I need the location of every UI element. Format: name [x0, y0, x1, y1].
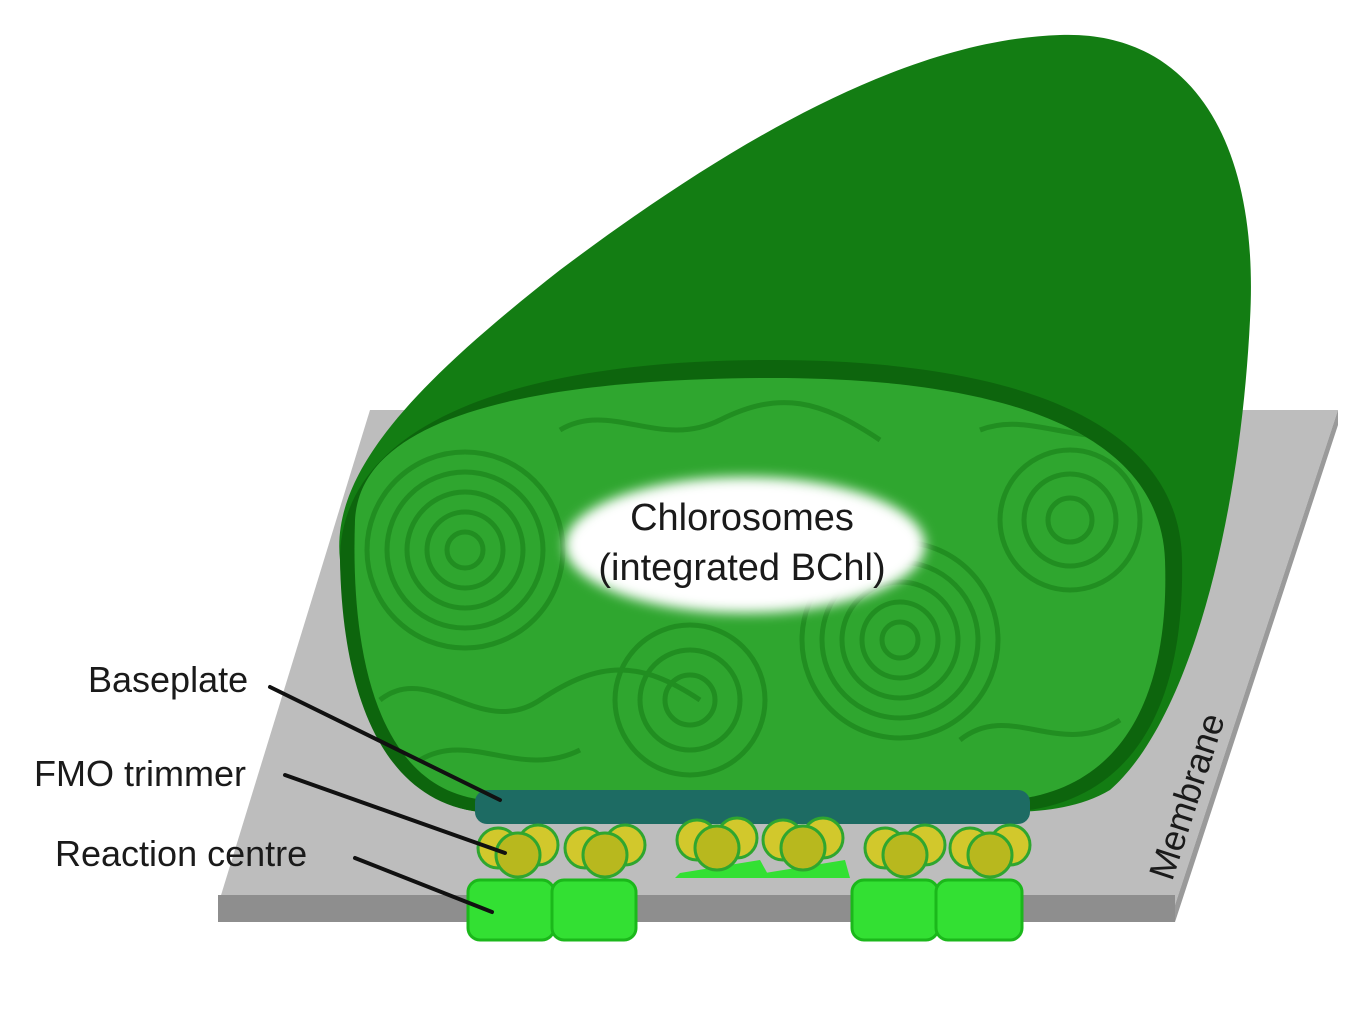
reaction-centre-label: Reaction centre — [55, 833, 307, 874]
fmo-trimer — [948, 823, 1032, 879]
baseplate — [475, 790, 1030, 824]
chlorosome-label: Chlorosomes (integrated BChl) — [565, 477, 925, 613]
reaction-centres — [466, 878, 1024, 942]
reaction-centre-subunit — [466, 878, 556, 942]
reaction-centre-leader-line — [353, 856, 494, 914]
fmo-leader-line — [283, 773, 507, 855]
reaction-centre-subunit — [550, 878, 638, 942]
membrane-right-edge — [1175, 410, 1338, 922]
chlorosome — [339, 34, 1251, 813]
fmo-trimer — [476, 823, 560, 879]
reaction-centre-subunit — [850, 878, 940, 942]
reaction-centre-subunit — [934, 878, 1024, 942]
chlorosome-label-line2: (integrated BChl) — [598, 547, 885, 589]
fmo-trimer — [760, 816, 850, 878]
membrane-front-edge — [218, 895, 1175, 922]
fmo-trimers — [476, 816, 1032, 879]
fmo-trimer — [675, 816, 770, 878]
fmo-trimer — [563, 823, 647, 879]
fmo-trimmer-label: FMO trimmer — [34, 753, 246, 794]
baseplate-leader-line — [268, 685, 502, 802]
label-cloud — [565, 477, 925, 613]
fmo-trimer — [863, 823, 947, 879]
baseplate-label: Baseplate — [88, 659, 248, 700]
chlorosome-label-line1: Chlorosomes — [630, 497, 854, 539]
leader-lines — [268, 685, 507, 914]
